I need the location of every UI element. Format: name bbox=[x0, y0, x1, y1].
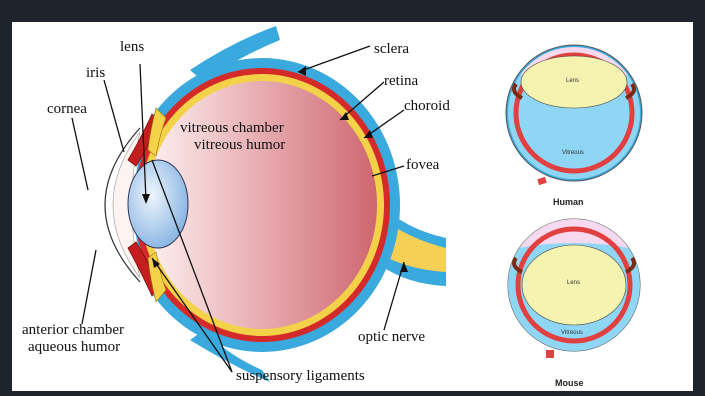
label-optic-nerve: optic nerve bbox=[358, 329, 425, 345]
label-vitreous-chamber: vitreous chamber bbox=[180, 120, 284, 136]
label-retina: retina bbox=[384, 73, 418, 89]
mouse-vitreous-label: Vitreous bbox=[561, 330, 583, 336]
human-vitreous-label: Vitreous bbox=[562, 150, 584, 156]
mouse-lens-label: Lens bbox=[567, 280, 580, 286]
label-fovea: fovea bbox=[406, 157, 440, 173]
label-iris: iris bbox=[86, 65, 105, 81]
label-vitreous-humor: vitreous humor bbox=[194, 137, 285, 153]
label-suspensory-ligaments: suspensory ligaments bbox=[236, 368, 365, 384]
label-aqueous-humor: aqueous humor bbox=[28, 339, 120, 355]
label-sclera: sclera bbox=[374, 41, 409, 57]
label-choroid: choroid bbox=[404, 98, 450, 114]
label-lens: lens bbox=[120, 39, 144, 55]
label-cornea: cornea bbox=[47, 101, 87, 117]
lens-shape bbox=[128, 160, 188, 248]
label-anterior-chamber: anterior chamber bbox=[22, 322, 124, 338]
human-lens-label: Lens bbox=[566, 78, 579, 84]
human-caption: Human bbox=[553, 197, 584, 207]
mouse-caption: Mouse bbox=[555, 378, 584, 388]
